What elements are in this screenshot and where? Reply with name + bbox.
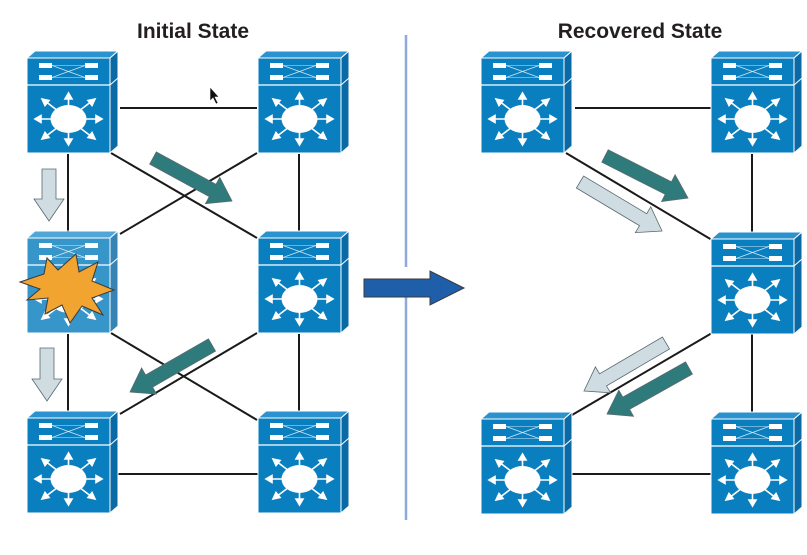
- backup-flow-arrow: [31, 347, 63, 402]
- link-b2-a3: [571, 332, 713, 416]
- switch-b1-recovered[interactable]: [710, 50, 803, 154]
- active-flow-arrow: [606, 361, 693, 417]
- active-flow-arrow: [601, 149, 689, 202]
- link-b2-a3: [119, 332, 258, 415]
- switch-b3-recovered[interactable]: [710, 411, 803, 515]
- active-flow-arrow: [129, 338, 217, 395]
- switch-b1-initial[interactable]: [257, 50, 350, 154]
- active-flow-arrow: [149, 151, 233, 205]
- backup-flow-arrow: [33, 168, 65, 222]
- switch-a3-initial[interactable]: [26, 410, 119, 514]
- switch-a3-recovered[interactable]: [480, 411, 573, 515]
- link-a1-b2: [565, 152, 713, 241]
- switch-b2-initial[interactable]: [257, 230, 350, 334]
- backup-flow-arrow: [575, 175, 663, 234]
- explosion-icon: [18, 253, 116, 325]
- links-recovered: [565, 107, 753, 475]
- panel-title-initial: Initial State: [137, 20, 249, 43]
- switch-a1-initial[interactable]: [26, 50, 119, 154]
- link-b1-a2: [119, 152, 258, 235]
- switch-b3-initial[interactable]: [257, 410, 350, 514]
- switch-b2-recovered[interactable]: [710, 231, 803, 335]
- right-arrow-icon[interactable]: [363, 270, 466, 306]
- mouse-pointer-icon: [209, 86, 220, 105]
- panel-title-recovered: Recovered State: [558, 20, 723, 43]
- links-initial: [67, 107, 300, 475]
- backup-flow-arrow: [583, 336, 671, 394]
- switch-a1-recovered[interactable]: [480, 50, 573, 154]
